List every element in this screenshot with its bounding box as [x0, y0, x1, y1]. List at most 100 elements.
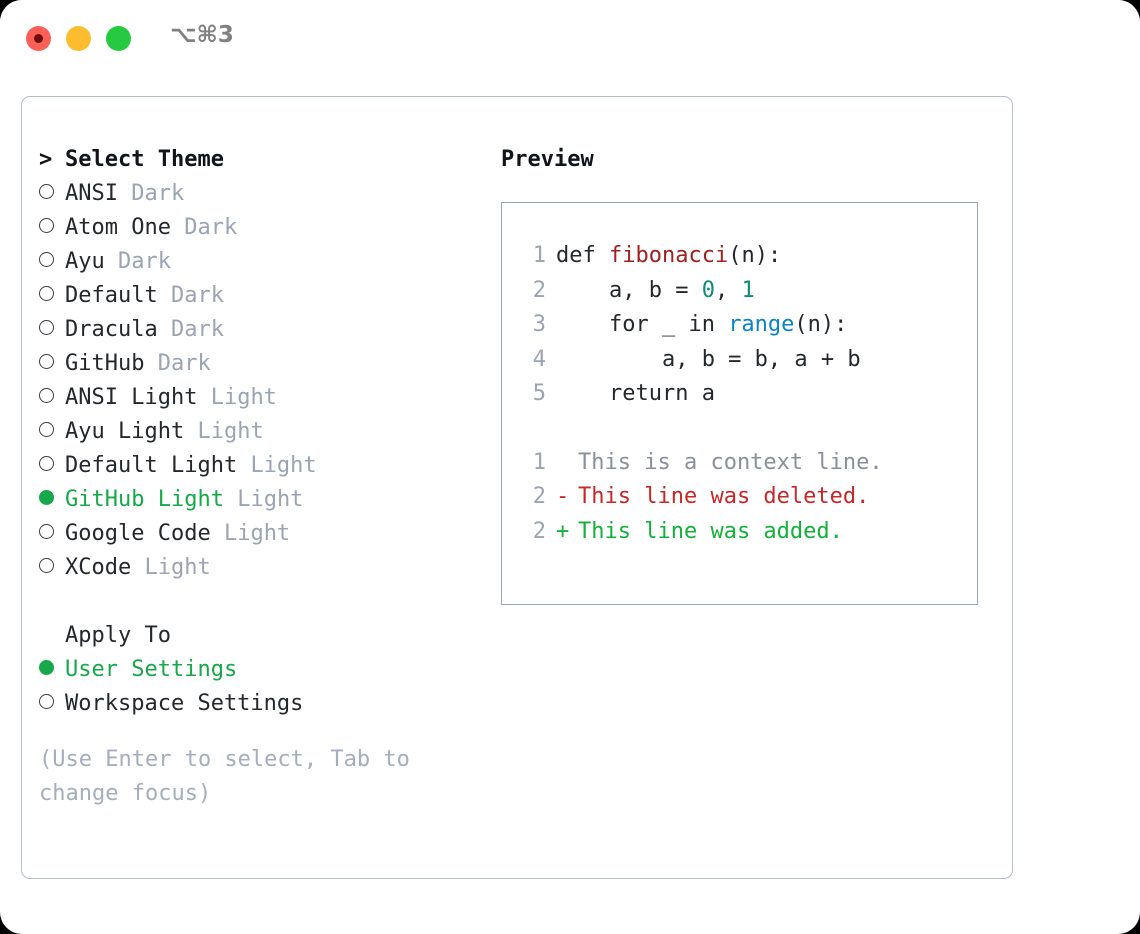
apply-to-label: User Settings: [65, 657, 238, 682]
code-token-number: 0: [701, 277, 715, 303]
code-line: 3 for _ in range(n):: [502, 308, 977, 343]
radio-unselected-icon[interactable]: [39, 415, 65, 449]
code-line-content: a, b = 0, 1: [546, 274, 755, 309]
radio-unselected-icon[interactable]: [39, 551, 65, 585]
maximize-button[interactable]: [106, 26, 131, 51]
keyboard-hint-text: (Use Enter to select, Tab to change focu…: [39, 747, 424, 806]
keyboard-shortcut-label: ⌥⌘3: [170, 22, 234, 48]
theme-variant-label: Dark: [131, 181, 185, 206]
label-separator: [118, 177, 131, 211]
theme-list-item[interactable]: ANSI Light Light: [39, 381, 479, 415]
label-separator: [184, 415, 197, 449]
theme-variant-label: Dark: [170, 317, 224, 342]
radio-unselected-icon[interactable]: [39, 687, 65, 721]
theme-name-label: ANSI Light: [65, 385, 198, 410]
radio-selected-icon[interactable]: [39, 483, 65, 517]
theme-name-label: Google Code: [65, 521, 211, 546]
diff-line-content: This line was deleted.: [578, 484, 870, 509]
theme-name-label: Atom One: [65, 215, 171, 240]
code-line-content: def fibonacci(n):: [546, 239, 781, 274]
theme-list-item[interactable]: ANSI Dark: [39, 177, 479, 211]
apply-to-heading: ○ Apply To: [39, 619, 479, 653]
label-separator: [158, 313, 171, 347]
theme-variant-label: Light: [223, 521, 291, 546]
code-token-plain: def: [556, 243, 609, 268]
radio-unselected-icon[interactable]: [39, 177, 65, 211]
apply-to-option[interactable]: User Settings: [39, 653, 479, 687]
diff-line-number: 1: [532, 449, 546, 475]
theme-list-item[interactable]: Ayu Light Light: [39, 415, 479, 449]
radio-dot-icon: [39, 320, 54, 335]
label-separator: [211, 517, 224, 551]
label-separator: [131, 551, 144, 585]
code-token-function: fibonacci: [608, 243, 729, 268]
diff-line-number: 2: [532, 484, 546, 509]
minimize-button[interactable]: [66, 26, 91, 51]
caret-icon: >: [39, 147, 53, 172]
code-line-number: 5: [532, 381, 546, 406]
label-separator: [237, 449, 250, 483]
diff-line-deleted: 2-This line was deleted.: [502, 480, 977, 515]
theme-name-label: Ayu Light: [65, 419, 185, 444]
theme-variant-label: Light: [250, 453, 317, 478]
theme-name-label: GitHub: [65, 351, 145, 376]
radio-unselected-icon[interactable]: [39, 279, 65, 313]
code-token-plain: (n):: [794, 312, 848, 337]
radio-unselected-icon[interactable]: [39, 449, 65, 483]
theme-variant-label: Light: [237, 487, 304, 512]
diff-line-number: 2: [532, 518, 546, 544]
preview-title: Preview: [501, 147, 594, 172]
code-line-number: 3: [532, 312, 546, 337]
theme-list-item[interactable]: GitHub Light Light: [39, 483, 479, 517]
code-token-plain: a, b =: [556, 277, 702, 303]
apply-to-label: Workspace Settings: [65, 691, 304, 716]
radio-unselected-icon[interactable]: [39, 211, 65, 245]
theme-list-item[interactable]: Ayu Dark: [39, 245, 479, 279]
list-spacer: [39, 585, 479, 619]
close-button[interactable]: [26, 26, 51, 51]
theme-list-item[interactable]: XCode Light: [39, 551, 479, 585]
radio-unselected-icon[interactable]: [39, 245, 65, 279]
radio-dot-icon: [39, 660, 54, 675]
theme-list-item[interactable]: GitHub Dark: [39, 347, 479, 381]
code-token-builtin: range: [728, 312, 795, 337]
radio-dot-icon: [39, 524, 54, 539]
radio-dot-icon: [39, 422, 54, 437]
diff-line-added: 2+This line was added.: [502, 515, 977, 550]
theme-list-item[interactable]: Atom One Dark: [39, 211, 479, 245]
radio-unselected-icon[interactable]: [39, 313, 65, 347]
theme-variant-label: Light: [197, 419, 264, 444]
label-separator: [105, 245, 118, 279]
title-bar: ⌥⌘3: [0, 0, 1140, 78]
radio-unselected-icon[interactable]: [39, 517, 65, 551]
code-token-plain: ,: [714, 277, 742, 303]
radio-dot-icon: [39, 490, 54, 505]
radio-unselected-icon[interactable]: [39, 347, 65, 381]
theme-name-label: GitHub Light: [65, 487, 224, 512]
radio-dot-icon: [39, 388, 54, 403]
blank-marker-icon: ○: [39, 619, 65, 653]
theme-variant-label: Dark: [170, 283, 224, 308]
theme-list-item[interactable]: Dracula Dark: [39, 313, 479, 347]
diff-sample: 1 This is a context line. 2-This line was…: [502, 446, 977, 550]
theme-list-item[interactable]: Default Light Light: [39, 449, 479, 483]
theme-list-item[interactable]: Google Code Light: [39, 517, 479, 551]
theme-name-label: ANSI: [65, 181, 118, 206]
radio-dot-icon: [39, 694, 54, 709]
label-separator: [158, 279, 171, 313]
traffic-light-group: [26, 26, 131, 51]
diff-line-content: This is a context line.: [578, 449, 883, 475]
radio-selected-icon[interactable]: [39, 653, 65, 687]
diff-marker: [546, 446, 568, 481]
radio-unselected-icon[interactable]: [39, 381, 65, 415]
code-token-plain: for _ in: [556, 312, 729, 337]
theme-list-item[interactable]: Default Dark: [39, 279, 479, 313]
label-separator: [224, 483, 237, 517]
theme-name-label: Ayu: [65, 249, 105, 274]
apply-to-option[interactable]: Workspace Settings: [39, 687, 479, 721]
radio-dot-icon: [39, 456, 54, 471]
code-line-number: 2: [532, 277, 546, 303]
